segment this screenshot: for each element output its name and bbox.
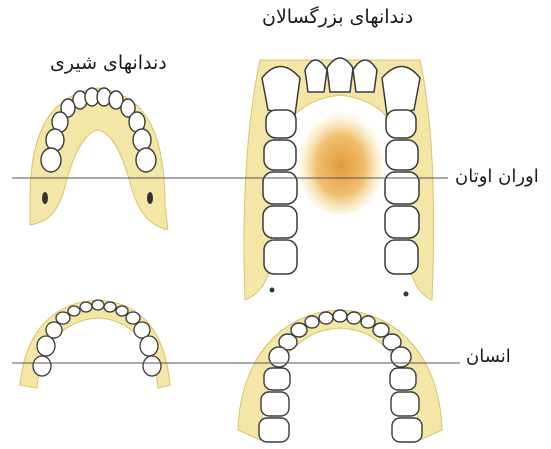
orangutan-adult-jaw — [244, 58, 434, 300]
orangutan-label: اوران اوتان — [455, 166, 539, 187]
orangutan-adult-root-marks — [270, 288, 409, 297]
human-milk-jaw — [20, 300, 170, 388]
orangutan-adult-palate — [296, 105, 386, 215]
human-adult-jaw — [238, 310, 442, 442]
adult-teeth-label: دندانهای بزرگسالان — [262, 6, 413, 28]
human-label: انسان — [466, 346, 511, 367]
milk-teeth-label: دندانهای شیری — [50, 52, 167, 74]
orangutan-milk-jaw — [30, 88, 168, 230]
